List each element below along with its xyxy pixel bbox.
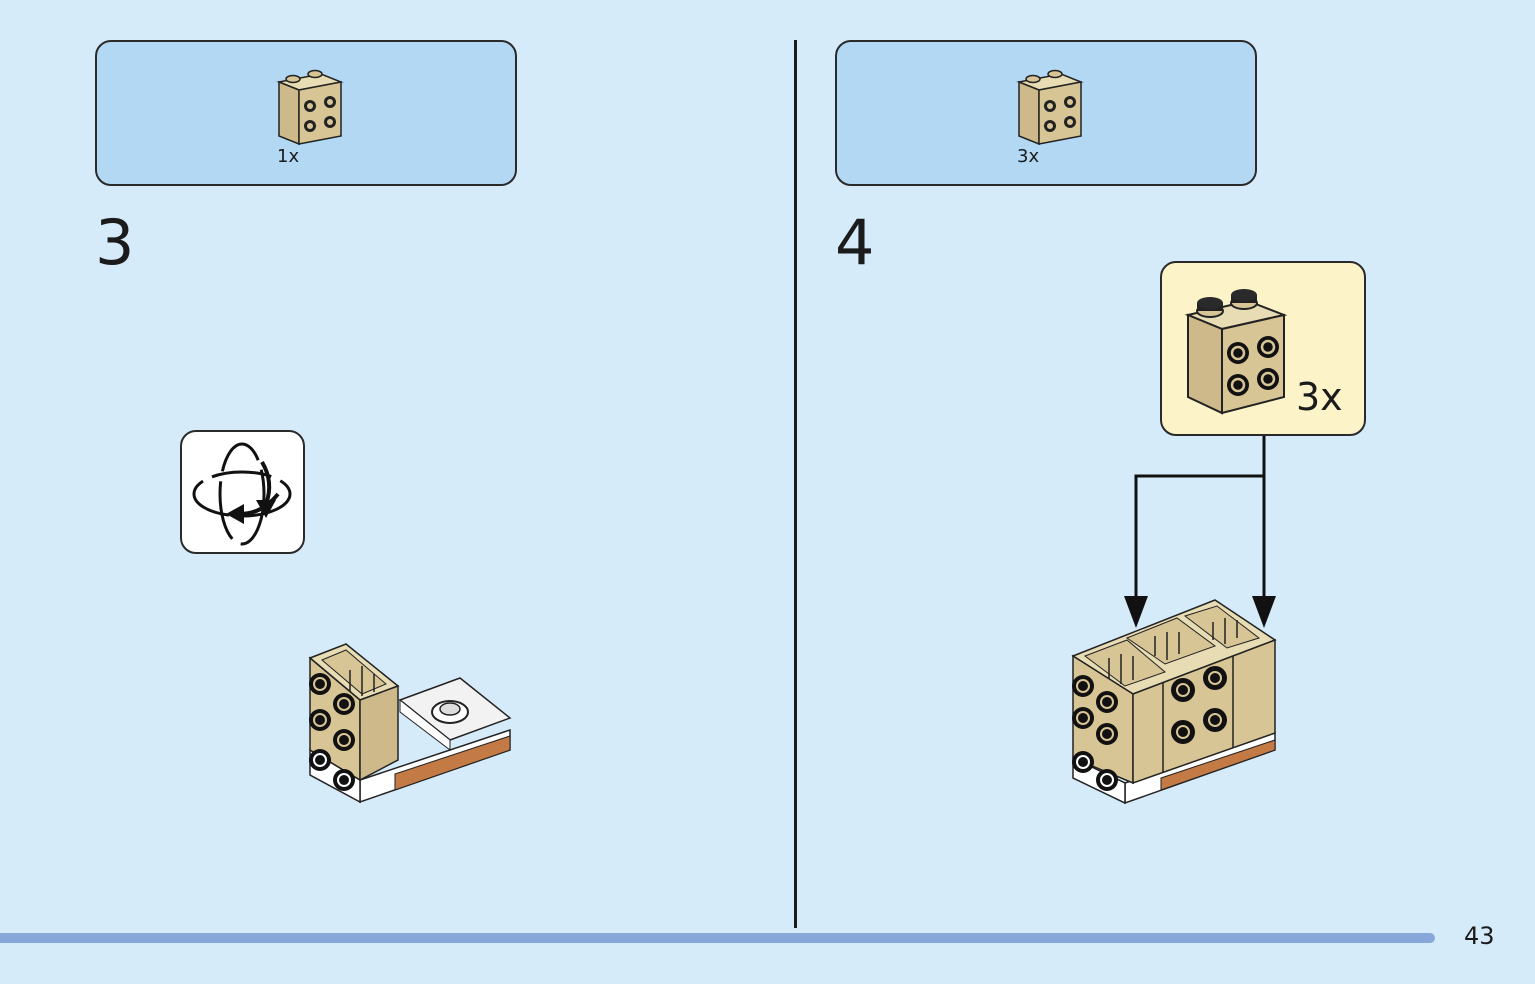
parts-list-step-3: 1x bbox=[95, 40, 517, 186]
callout-quantity: 3x bbox=[1296, 375, 1343, 419]
placement-arrows bbox=[1124, 436, 1276, 628]
step-number-4: 4 bbox=[835, 206, 875, 279]
tan-brick-icon bbox=[276, 69, 344, 146]
model-step-4 bbox=[1071, 599, 1277, 805]
sub-step-callout: 3x bbox=[1160, 261, 1366, 436]
footer-bar bbox=[0, 933, 1435, 943]
parts-list-step-4: 3x bbox=[835, 40, 1257, 186]
tan-brick-icon bbox=[1184, 289, 1288, 415]
page-number: 43 bbox=[1464, 922, 1495, 950]
part-quantity: 3x bbox=[1017, 146, 1040, 167]
rotate-model-indicator bbox=[180, 430, 305, 554]
page-divider bbox=[794, 40, 797, 928]
rotate-icon bbox=[192, 442, 292, 546]
model-step-3 bbox=[308, 643, 512, 804]
step-number-3: 3 bbox=[95, 206, 135, 279]
tan-brick-icon bbox=[1016, 69, 1084, 146]
part-quantity: 1x bbox=[277, 146, 300, 167]
